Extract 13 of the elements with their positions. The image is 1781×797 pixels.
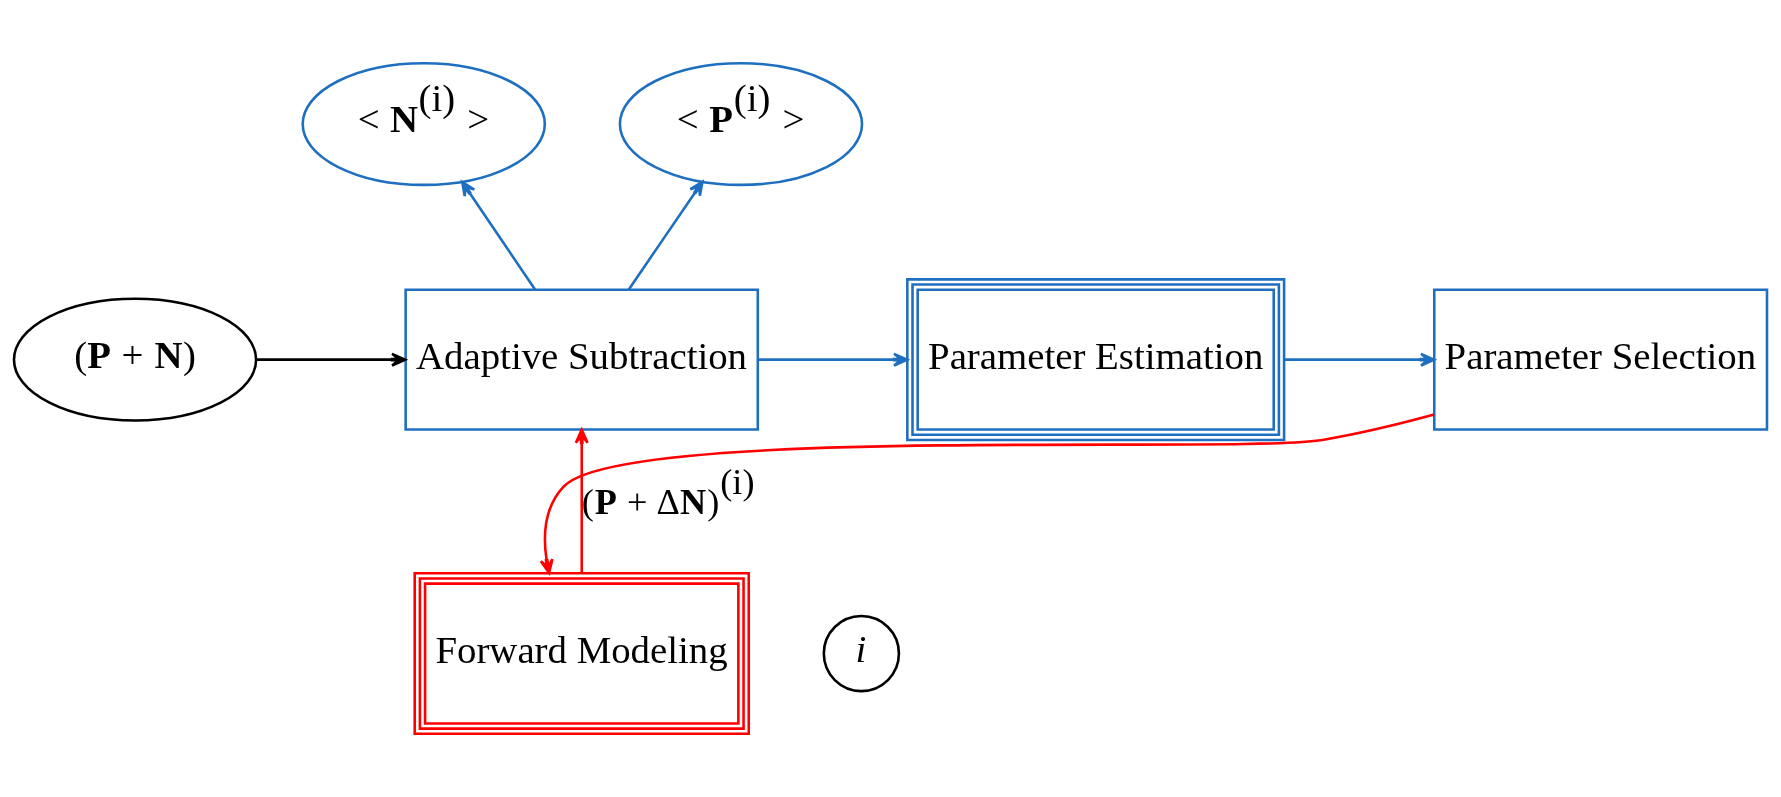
node-box: Adaptive Subtraction bbox=[404, 288, 760, 431]
node-box: Parameter Selection bbox=[1432, 288, 1769, 431]
arrow bbox=[539, 413, 1435, 575]
arrow bbox=[757, 352, 909, 367]
arrow bbox=[460, 180, 537, 291]
arrow bbox=[1284, 352, 1436, 367]
arrow bbox=[574, 428, 589, 574]
node-circle: i bbox=[822, 614, 901, 693]
node-box: Forward Modeling bbox=[413, 572, 751, 736]
node-ellipse: (P + N) bbox=[12, 297, 258, 422]
arrow bbox=[256, 352, 407, 367]
arrow bbox=[627, 180, 704, 291]
node-box: Parameter Estimation bbox=[906, 278, 1286, 442]
